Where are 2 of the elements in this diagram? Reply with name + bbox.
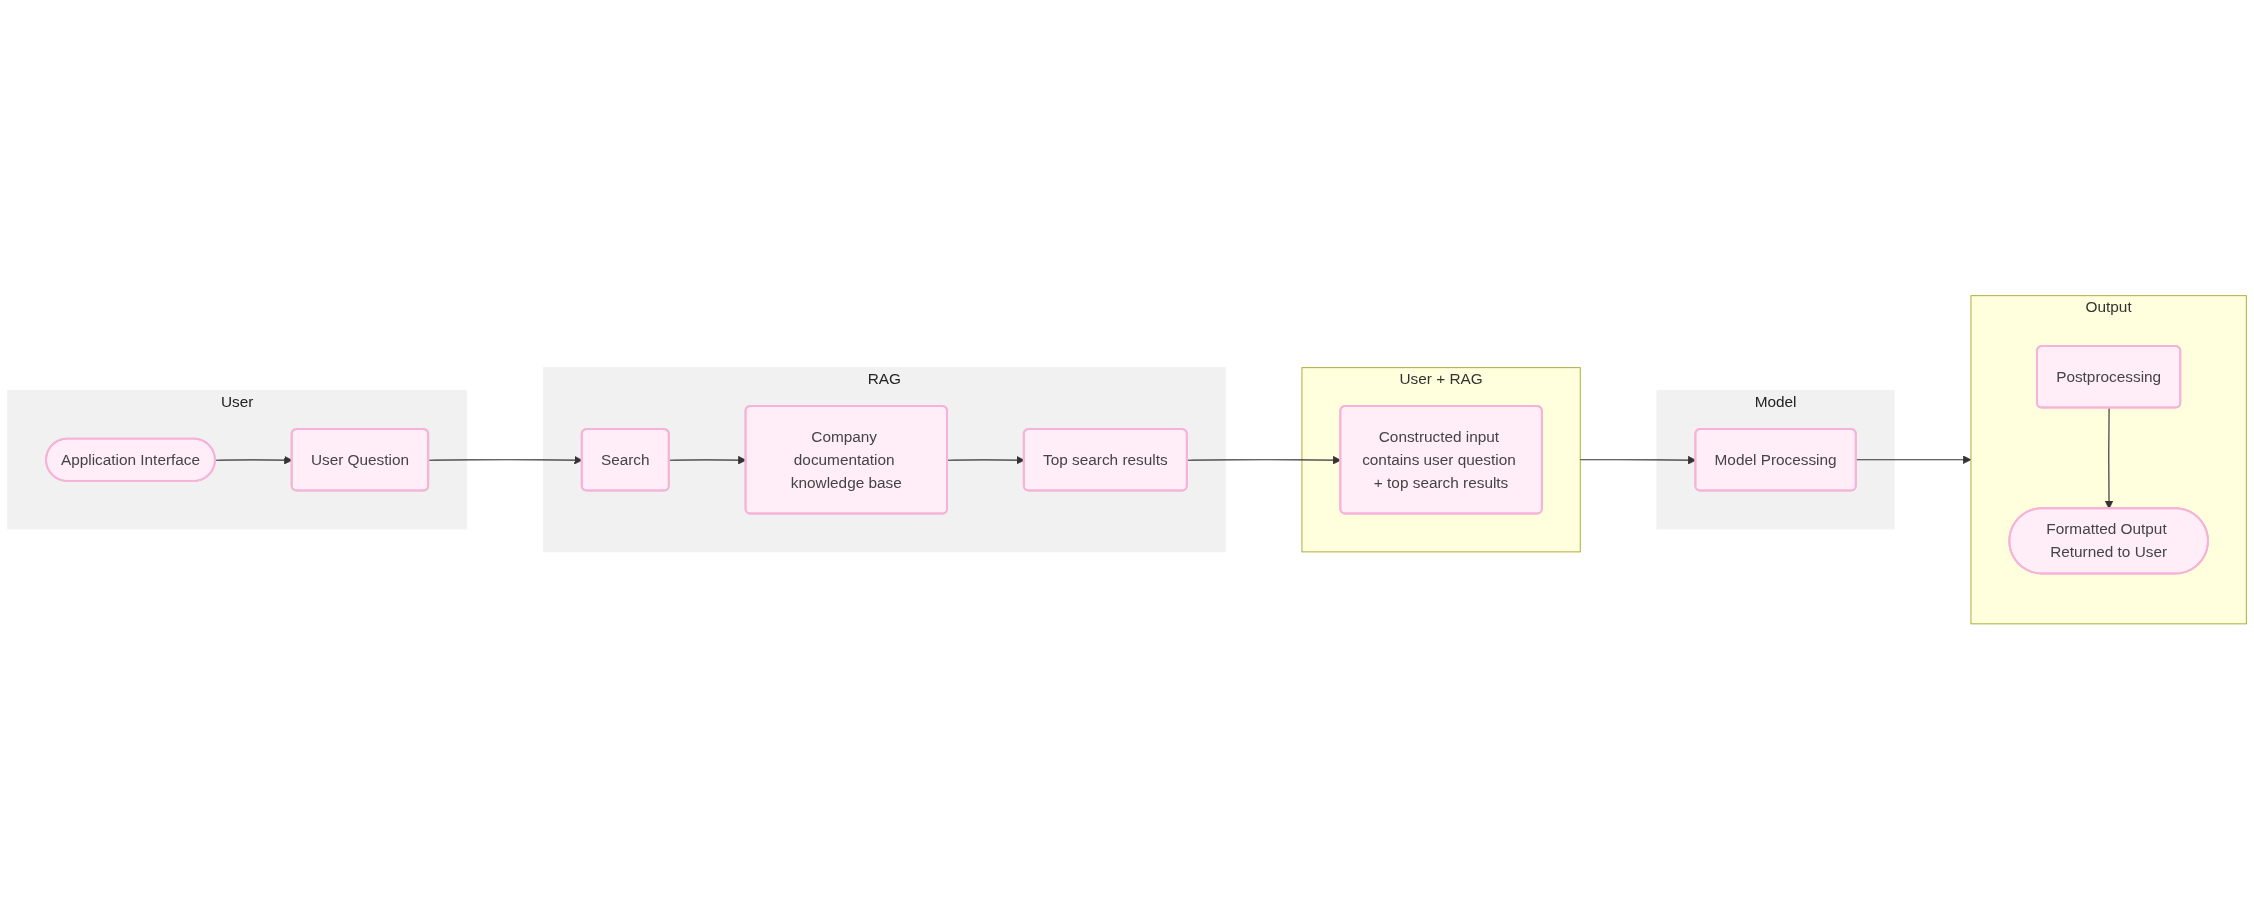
arrow <box>1855 455 1972 465</box>
arrow <box>2104 407 2114 510</box>
